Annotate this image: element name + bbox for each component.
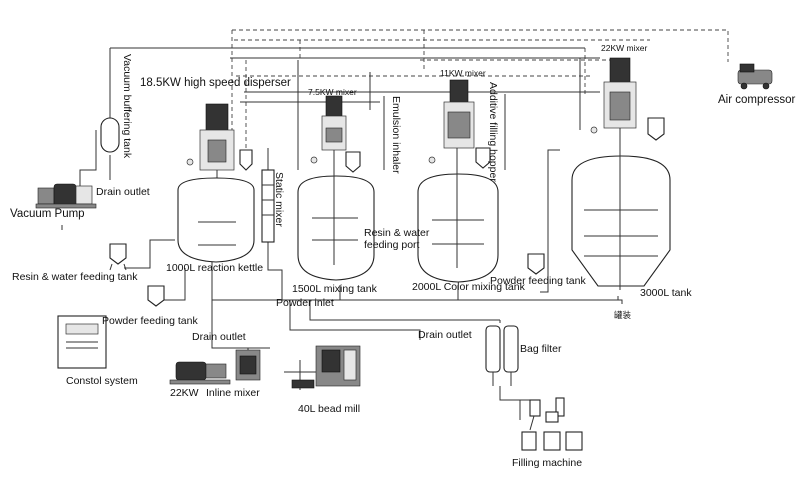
label-additive-hopper: Additive filling hopper <box>487 82 499 182</box>
mixing-tank-1500l <box>297 95 375 281</box>
static-mixer-feed-tank <box>239 149 275 243</box>
pipes <box>61 47 623 420</box>
label-mixer-7-5: 7.5KW mixer <box>308 87 357 97</box>
label-mixer-11: 11KW mixer <box>440 68 486 78</box>
inline-mixer <box>169 349 261 385</box>
vacuum-pump <box>35 183 97 209</box>
label-mixing-tank-1500: 1500L mixing tank <box>292 283 378 295</box>
label-tank-3000: 3000L tank <box>640 287 692 299</box>
powder-feeding-tank-left <box>147 285 165 307</box>
label-powder-tank-right: Powder feeding tank <box>490 275 586 287</box>
label-tank-marker: 罐装 <box>614 310 632 320</box>
label-vacuum-pump: Vacuum Pump <box>10 208 85 220</box>
label-resin-water-tank: Resin & water feeding tank <box>12 271 138 283</box>
label-inline-mixer-kw: 22KW <box>170 387 199 399</box>
label-control-system: Constol system <box>66 375 138 387</box>
label-filling-machine: Filling machine <box>512 457 582 469</box>
label-mixer-22-top: 22KW mixer <box>601 43 647 53</box>
vacuum-buffering-tank <box>100 117 120 153</box>
label-powder-inlet: Powder inlet <box>276 297 334 309</box>
resin-water-feeding-tank <box>109 243 127 271</box>
powder-feeding-tank-right <box>527 253 545 275</box>
air-compressor <box>737 63 773 90</box>
label-reaction-kettle: 1000L reaction kettle <box>166 262 263 274</box>
label-vacuum-buffering-tank: Vacuum buffering tank <box>121 54 133 159</box>
bag-filter <box>485 325 519 386</box>
label-drain-outlet-1: Drain outlet <box>96 186 150 198</box>
label-air-compressor: Air compressor <box>718 94 795 106</box>
label-resin-water-port-line1: Resin & water <box>364 227 430 239</box>
control-system-cabinet <box>57 315 107 369</box>
label-powder-tank-left: Powder feeding tank <box>102 315 198 327</box>
label-drain-outlet-2: Drain outlet <box>192 331 246 343</box>
label-static-mixer: Static mixer <box>273 172 285 227</box>
label-bag-filter: Bag filter <box>520 343 562 355</box>
label-resin-water-port-line2: feeding port <box>364 239 420 251</box>
reaction-kettle-1000l <box>177 103 255 263</box>
color-mixing-tank-2000l <box>417 79 499 283</box>
filling-machine <box>521 397 583 451</box>
label-inline-mixer: Inline mixer <box>206 387 260 399</box>
bead-mill <box>284 345 361 389</box>
label-bead-mill: 40L bead mill <box>298 403 360 415</box>
diagram-labels: Vacuum buffering tank 18.5KW high speed … <box>10 43 795 469</box>
label-color-tank-2000: 2000L Color mixing tank <box>412 281 526 293</box>
label-emulsion-inhaler: Emulsion inhaler <box>390 96 402 174</box>
tank-3000l <box>571 57 671 290</box>
label-disperser: 18.5KW high speed disperser <box>140 77 291 89</box>
label-drain-outlet-3: Drain outlet <box>418 329 472 341</box>
